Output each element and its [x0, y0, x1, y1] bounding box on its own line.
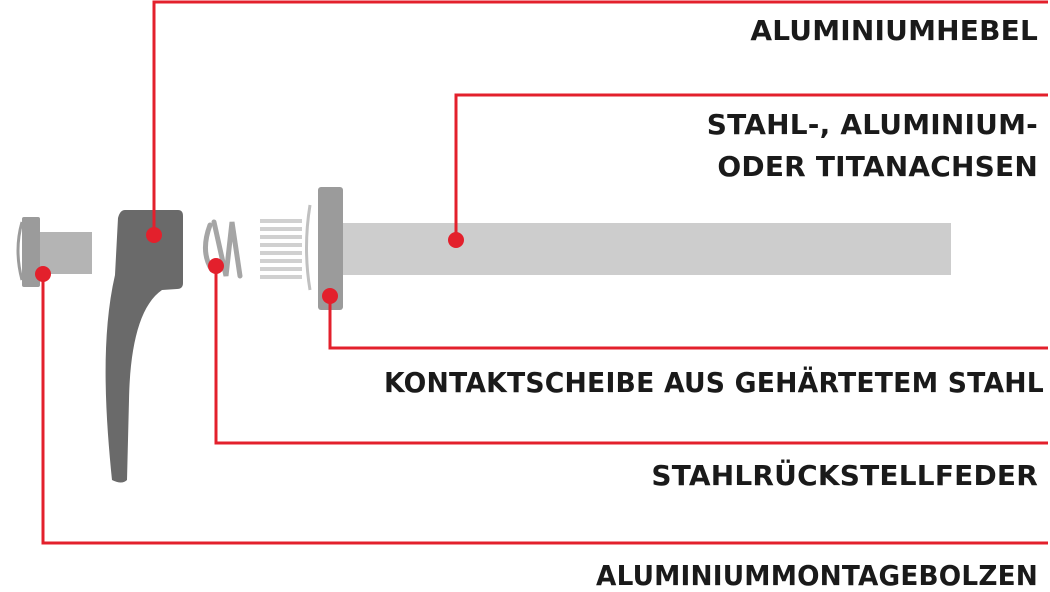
label-bolt: ALUMINIUMMONTAGEBOLZEN	[596, 559, 1038, 592]
label-washer: KONTAKTSCHEIBE AUS GEHÄRTETEM STAHL	[384, 365, 1044, 399]
marker-dot-washer	[322, 288, 338, 304]
marker-dot-bolt	[35, 266, 51, 282]
label-spring: STAHLRÜCKSTELLFEDER	[651, 458, 1038, 492]
mounting-bolt	[16, 217, 92, 287]
leader-line-washer	[328, 296, 1048, 350]
knurled-section	[260, 219, 302, 279]
marker-dot-axle	[448, 232, 464, 248]
label-lever: ALUMINIUMHEBEL	[750, 14, 1038, 47]
leader-line-lever	[152, 0, 1048, 235]
leader-line-axle	[454, 93, 1048, 240]
axle	[342, 223, 951, 275]
leader-line-bolt	[41, 274, 1048, 545]
leader-line-spring	[214, 266, 1048, 445]
contact-washer	[305, 187, 343, 310]
marker-dot-spring	[208, 258, 224, 274]
label-axle-line2: ODER TITANACHSEN	[717, 150, 1038, 183]
marker-dot-lever	[146, 227, 162, 243]
aluminium-lever	[105, 210, 183, 483]
label-axle-line1: STAHL-, ALUMINIUM-	[707, 108, 1038, 141]
